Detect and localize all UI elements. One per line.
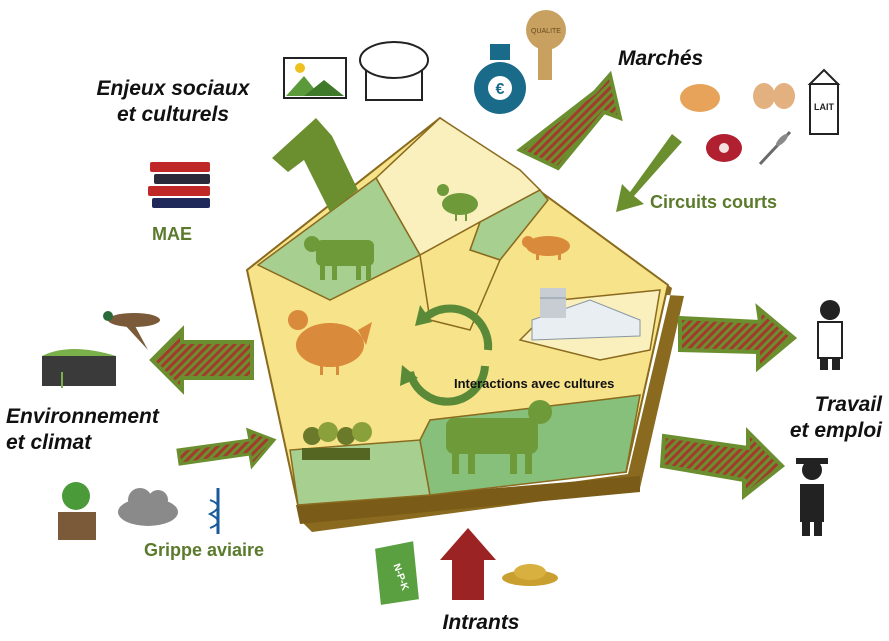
grain-pile-icon [502,564,558,586]
label-circuits-courts: Circuits courts [650,192,820,213]
quality-seal-icon: QUALITE [526,10,566,80]
milk-label: LAIT [814,102,834,112]
quality-text: QUALITE [531,28,561,35]
label-intrants: Intrants [426,610,536,636]
arrow-intrants [440,528,496,600]
label-marches: Marchés [618,46,728,72]
landscape-icon [284,58,346,98]
arrow-marches-out [520,75,620,168]
arrow-environnement-in [178,430,274,466]
arrow-enjeux [272,118,358,212]
cloud-icon [118,488,178,526]
duck-icon [103,311,160,350]
label-enjeux: Enjeux sociaux et culturels [78,76,268,129]
books-icon [148,162,210,208]
label-environnement: Environnement et climat [6,404,176,457]
meat-icon [706,134,742,162]
soil-plant-icon [42,349,116,388]
milk-carton-icon: LAIT [810,70,838,134]
arrow-travail-2 [662,432,782,496]
money-bag-icon: € [474,44,526,114]
farmer-icon [796,458,828,536]
wheat-icon [760,132,790,164]
arrow-environnement-out [152,330,252,390]
worker-icon [818,300,842,370]
label-interactions: Interactions avec cultures [454,376,654,391]
eggs-icon [753,83,795,109]
euro-symbol: € [496,81,505,98]
label-mae: MAE [152,224,212,245]
arrow-travail-1 [680,308,794,368]
fertilizer-bag-icon: N-P-K [374,540,420,606]
chicken-meat-icon [680,84,720,112]
chef-hat-icon [360,42,428,100]
label-grippe-aviaire: Grippe aviaire [144,540,304,561]
caduceus-icon [210,488,218,534]
plant-roots-icon [58,482,96,540]
label-travail: Travail et emploi [770,392,882,445]
